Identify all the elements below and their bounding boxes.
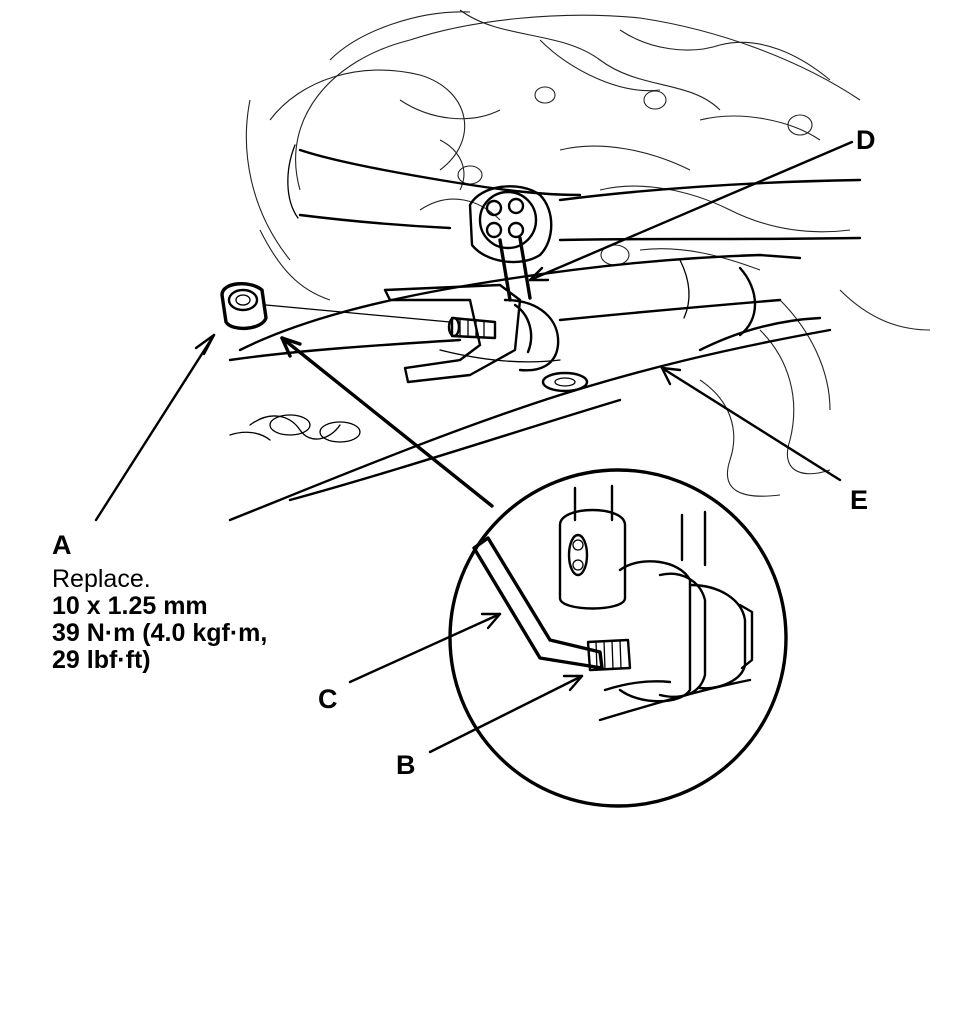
flange-nut [220,282,268,330]
callout-c: C [318,684,338,714]
callout-b: B [396,750,416,780]
stud-bolt [265,304,497,340]
lower-arm [228,253,832,522]
detail-magnifier [448,468,788,808]
spec-thread-size: 10 x 1.25 mm [52,592,208,620]
stabilizer-link-joint [468,185,553,264]
frame-rail [287,144,862,242]
callout-d: D [856,125,876,155]
torque-spec-note: Replace. 10 x 1.25 mm 39 N·m (4.0 kgf·m,… [52,566,267,674]
spec-torque-imperial: 29 lbf·ft) [52,646,151,674]
callout-e: E [850,485,869,515]
leader-lines [94,140,854,754]
spec-torque-metric: 39 N·m (4.0 kgf·m, [52,619,268,647]
underbody-background [245,9,931,497]
stabilizer-bracket [383,236,560,384]
spec-replace: Replace. [52,565,151,593]
callout-a: A [52,530,72,560]
